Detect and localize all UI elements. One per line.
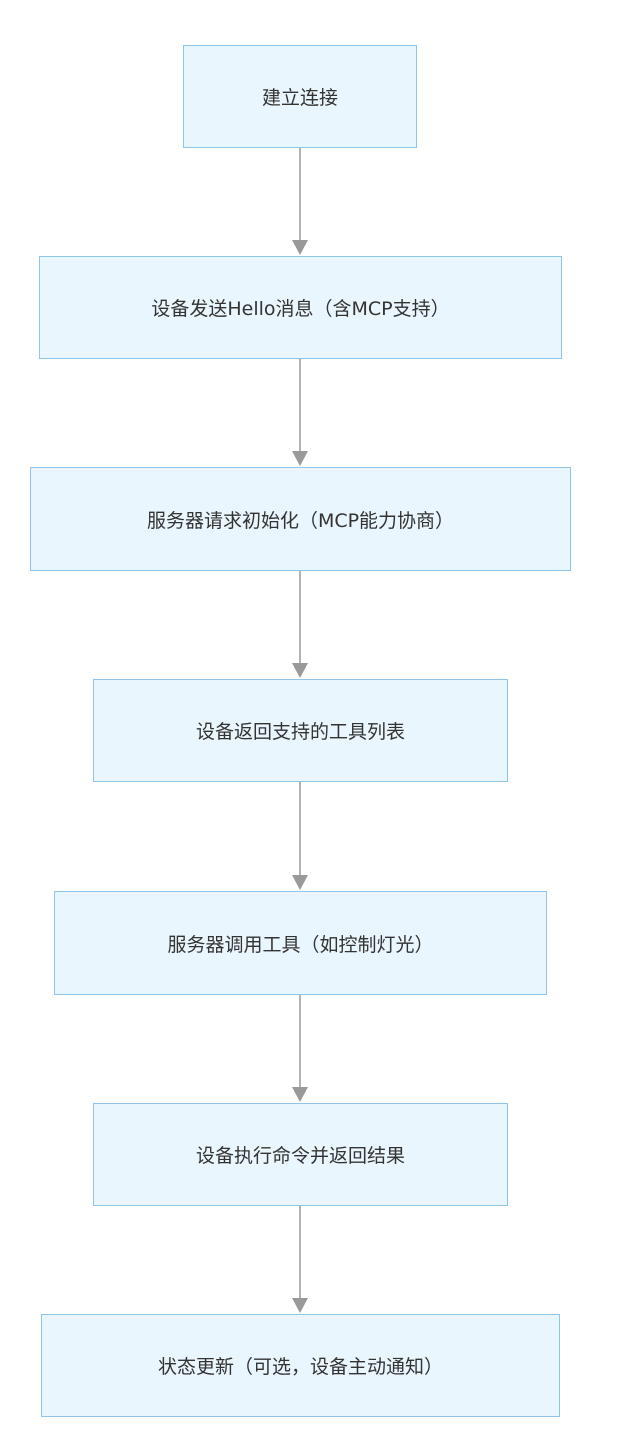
step-label: 服务器请求初始化（MCP能力协商） bbox=[146, 509, 455, 532]
step-status-update: 状态更新（可选，设备主动通知） bbox=[41, 1314, 560, 1417]
step-label: 状态更新（可选，设备主动通知） bbox=[157, 1356, 443, 1378]
arrow-3 bbox=[292, 571, 308, 678]
step-device-execute: 设备执行命令并返回结果 bbox=[93, 1103, 508, 1206]
arrow-5 bbox=[292, 995, 308, 1102]
arrow-2 bbox=[292, 359, 308, 466]
step-device-send-hello: 设备发送Hello消息（含MCP支持） bbox=[39, 256, 562, 359]
step-label: 设备执行命令并返回结果 bbox=[195, 1145, 405, 1167]
step-server-call-tool: 服务器调用工具（如控制灯光） bbox=[54, 891, 547, 995]
arrow-6 bbox=[292, 1206, 308, 1313]
step-server-request-init: 服务器请求初始化（MCP能力协商） bbox=[30, 467, 571, 571]
step-device-return-tools: 设备返回支持的工具列表 bbox=[93, 679, 508, 782]
step-establish-connection: 建立连接 bbox=[183, 45, 417, 148]
step-label: 设备发送Hello消息（含MCP支持） bbox=[151, 298, 450, 320]
arrow-4 bbox=[292, 782, 308, 890]
arrow-1 bbox=[292, 148, 308, 255]
step-label: 建立连接 bbox=[261, 87, 338, 109]
step-label: 设备返回支持的工具列表 bbox=[195, 721, 405, 743]
step-label: 服务器调用工具（如控制灯光） bbox=[167, 933, 434, 956]
